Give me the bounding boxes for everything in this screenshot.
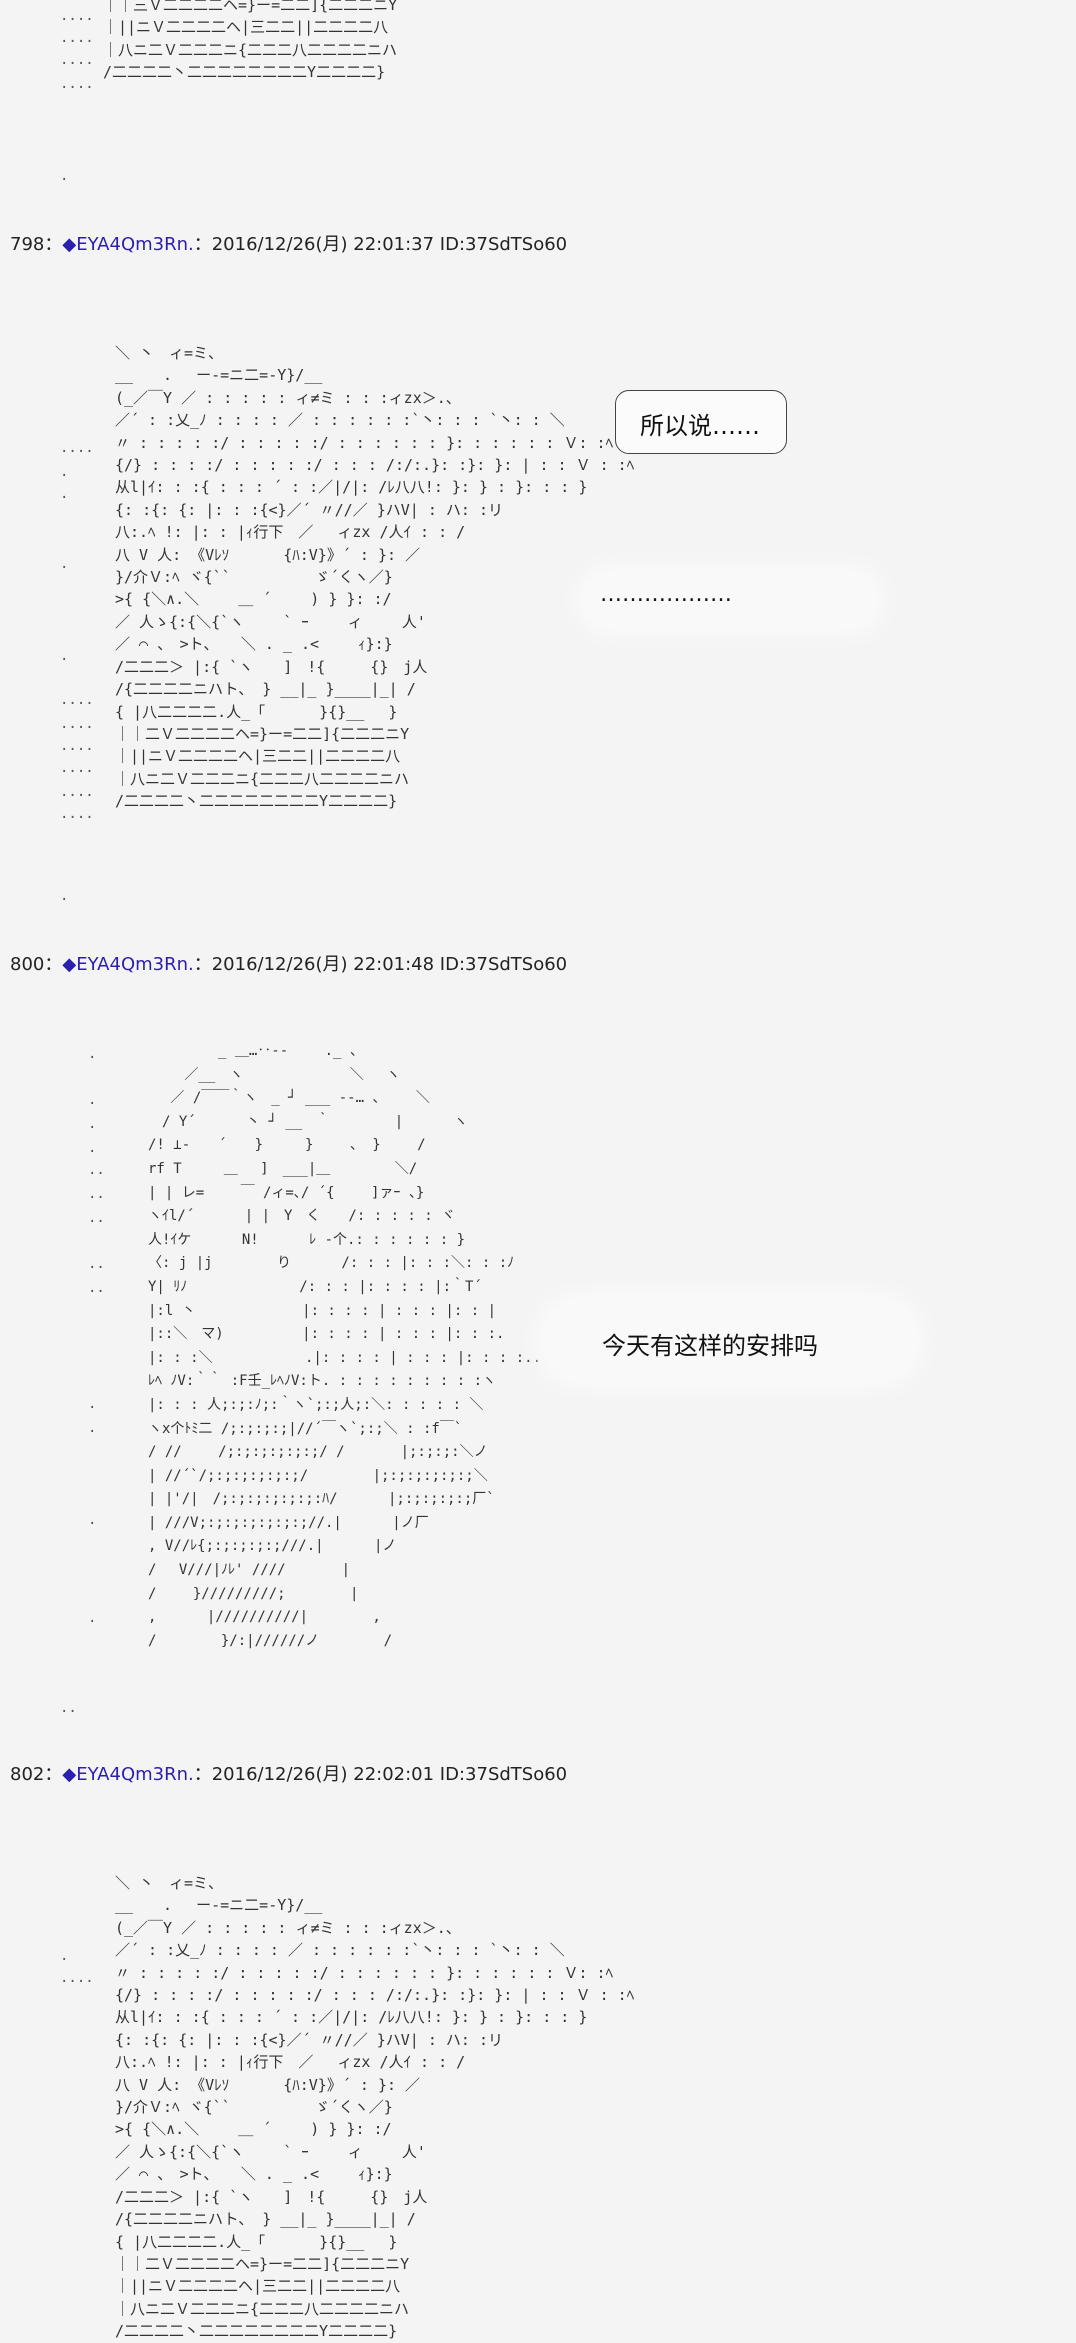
art-dot: .... xyxy=(60,440,94,456)
post-separator: ： xyxy=(44,1764,63,1785)
art-dot: . xyxy=(60,168,69,184)
speech-bubble-outline xyxy=(615,390,787,454)
art-dot: .... xyxy=(60,760,94,776)
post-header-800: 800：◆EYA4Qm3Rn.：2016/12/26(月) 22:01:48 I… xyxy=(10,950,567,976)
art-dot: . xyxy=(88,1116,97,1132)
art-dot: .... xyxy=(60,716,94,732)
speech-cloud xyxy=(545,1300,915,1380)
ascii-art-figure-a: ＼ 丶 ィ=ミ、 __ . ー-=ニ二=-Y}/__ (_／￣Y ／ : : :… xyxy=(115,344,635,811)
art-dot: . xyxy=(60,486,69,502)
art-dot: . xyxy=(60,888,69,904)
art-dot: . xyxy=(88,1420,97,1436)
speech-text: ……………… xyxy=(600,582,732,607)
post-header-798: 798：◆EYA4Qm3Rn.：2016/12/26(月) 22:01:37 I… xyxy=(10,230,567,256)
post-separator: ： xyxy=(44,234,63,255)
art-dot: . xyxy=(88,1140,97,1156)
art-dot: .. xyxy=(88,1280,105,1296)
art-dot: .... xyxy=(60,692,94,708)
art-dot: . xyxy=(60,648,69,664)
art-dot: .... xyxy=(60,784,94,800)
art-dot: .. xyxy=(88,1256,105,1272)
art-dot: .... xyxy=(60,806,94,822)
art-dot: .. xyxy=(88,1210,105,1226)
art-dot: . xyxy=(88,1396,97,1412)
post-trip[interactable]: ◆EYA4Qm3Rn. xyxy=(62,234,194,255)
art-dot: .. xyxy=(60,1700,77,1716)
post-header-802: 802：◆EYA4Qm3Rn.：2016/12/26(月) 22:02:01 I… xyxy=(10,1760,567,1786)
ascii-art-top-fragment: ｜｜三Ｖ二二二二ヘ=}ー=二二]{二二二ニY ｜||ニＶ二二二二ヘ|三二二||二… xyxy=(103,0,398,82)
art-dot: .... xyxy=(60,8,94,24)
art-dot: .... xyxy=(60,1970,94,1986)
post-trip[interactable]: ◆EYA4Qm3Rn. xyxy=(62,954,194,975)
art-dot: . xyxy=(88,1610,97,1626)
post-separator: ： xyxy=(44,954,63,975)
post-meta: ：2016/12/26(月) 22:01:48 ID:37SdTSo60 xyxy=(193,954,568,975)
speech-text: 所以说…… xyxy=(640,412,760,440)
art-dot: . xyxy=(60,1948,69,1964)
post-meta: ：2016/12/26(月) 22:01:37 ID:37SdTSo60 xyxy=(193,234,568,255)
ascii-art-figure-b: _ ＿…‥-‐ ._ 、 ／__ ヽ ＼ ヽ ／ /￣￣｀ヽ _ ┘ ___ ‐… xyxy=(148,1043,542,1649)
art-dot: . xyxy=(60,556,69,572)
art-dot: .... xyxy=(60,30,94,46)
art-dot: .... xyxy=(60,76,94,92)
art-dot: .... xyxy=(60,52,94,68)
art-dot: . xyxy=(88,1512,97,1528)
art-dot: . xyxy=(88,1046,97,1062)
post-number[interactable]: 798 xyxy=(10,234,45,255)
post-trip[interactable]: ◆EYA4Qm3Rn. xyxy=(62,1764,194,1785)
post-meta: ：2016/12/26(月) 22:02:01 ID:37SdTSo60 xyxy=(193,1764,568,1785)
art-dot: . xyxy=(88,1092,97,1108)
post-number[interactable]: 800 xyxy=(10,954,45,975)
speech-text: 今天有这样的安排吗 xyxy=(602,1332,818,1360)
art-dot: . xyxy=(60,464,69,480)
art-dot: .. xyxy=(88,1162,105,1178)
art-dot: .. xyxy=(88,1186,105,1202)
post-number[interactable]: 802 xyxy=(10,1764,45,1785)
ascii-art-figure-a-repeat: ＼ 丶 ィ=ミ、 __ . ー-=ニ二=-Y}/__ (_／￣Y ／ : : :… xyxy=(115,1874,635,2341)
art-dot: .... xyxy=(60,738,94,754)
speech-cloud xyxy=(585,574,875,626)
